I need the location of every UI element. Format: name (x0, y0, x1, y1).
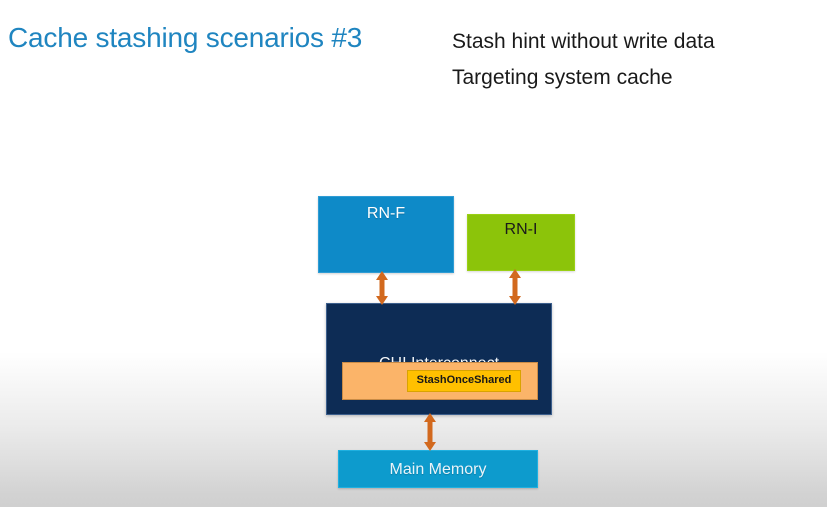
connector-interconnect-to-memory-arrow (423, 413, 437, 451)
stash-once-shared-chip: StashOnceShared (406, 370, 522, 392)
node-rn-i-label: RN-I (504, 221, 538, 238)
subtitle-line-2: Targeting system cache (452, 66, 673, 89)
connector-rni-to-interconnect-arrow (508, 269, 522, 305)
subtitle-block: Stash hint without write data Targeting … (452, 24, 822, 96)
node-chi-interconnect: CHI Interconnect StashOnceShared (326, 303, 552, 415)
subtitle-line-1: Stash hint without write data (452, 30, 715, 53)
page-title: Cache stashing scenarios #3 (8, 22, 363, 53)
connector-rnf-to-interconnect-arrow (375, 271, 389, 305)
node-main-memory-label: Main Memory (389, 460, 487, 478)
node-rn-f: RN-F (318, 196, 454, 273)
system-cache-bar: StashOnceShared (342, 362, 538, 400)
node-main-memory: Main Memory (338, 450, 538, 488)
node-rn-f-label: RN-F (366, 205, 406, 222)
node-rn-i: RN-I (467, 214, 575, 271)
